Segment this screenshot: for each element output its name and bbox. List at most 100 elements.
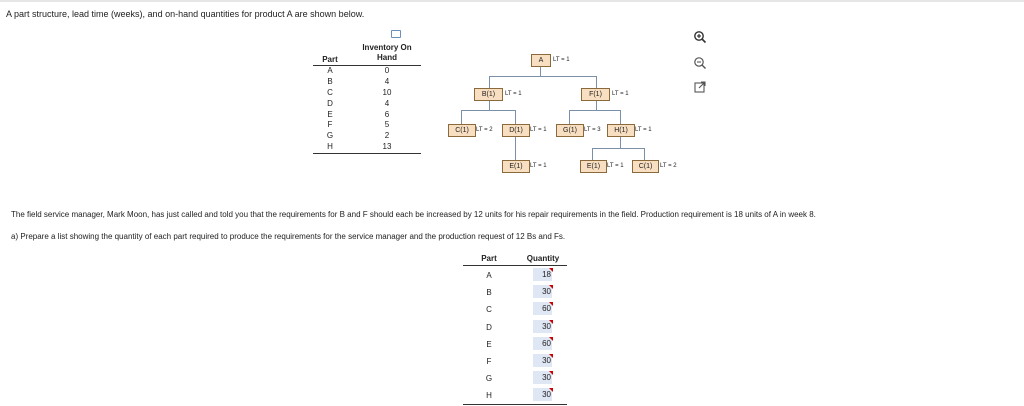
- question-a: a) Prepare a list showing the quantity o…: [11, 232, 566, 241]
- lead-time-c: LT = 2: [476, 127, 493, 133]
- part-cell: B: [486, 288, 492, 298]
- onhand-cell: 13: [382, 142, 392, 152]
- connector-line: [489, 76, 596, 77]
- table-row: B 30: [463, 283, 567, 300]
- onhand-cell: 4: [384, 98, 390, 108]
- inventory-col-part: Part: [322, 55, 338, 64]
- lead-time-a: LT = 1: [553, 57, 570, 63]
- connector-line: [515, 110, 516, 124]
- node-e-under-h: E(1): [580, 160, 607, 173]
- onhand-cell: 10: [382, 87, 392, 97]
- answer-footer-rule: [463, 403, 567, 406]
- zoom-in-icon[interactable]: [692, 30, 708, 46]
- table-row: D 30: [463, 318, 567, 335]
- answer-col-quantity: Quantity: [526, 254, 560, 263]
- connector-line: [569, 110, 621, 111]
- onhand-cell: 5: [384, 120, 390, 130]
- connector-line: [592, 148, 593, 160]
- onhand-cell: 0: [384, 66, 390, 75]
- part-cell: E: [486, 339, 492, 349]
- inventory-col-onhand: Inventory On Hand: [362, 43, 412, 62]
- connector-line: [620, 110, 621, 124]
- problem-statement: The field service manager, Mark Moon, ha…: [11, 210, 816, 219]
- part-cell: E: [327, 109, 333, 119]
- answer-header: Part Quantity: [463, 253, 567, 266]
- table-row: E 60: [463, 335, 567, 352]
- node-d: D(1): [502, 124, 530, 137]
- table-row: H 13: [313, 142, 421, 153]
- part-cell: A: [327, 66, 333, 75]
- lead-time-e-under-d: LT = 1: [530, 163, 547, 169]
- part-cell: B: [327, 76, 333, 86]
- node-e-under-d: E(1): [502, 160, 530, 173]
- inventory-footer-rule: [313, 153, 421, 155]
- lead-time-f: LT = 1: [612, 91, 629, 97]
- node-g: G(1): [556, 124, 584, 137]
- onhand-cell: 6: [384, 109, 390, 119]
- node-c-under-h: C(1): [632, 160, 659, 173]
- quantity-input[interactable]: 60: [533, 336, 553, 350]
- intro-text: A part structure, lead time (weeks), and…: [6, 9, 365, 19]
- node-h: H(1): [607, 124, 635, 137]
- part-cell: C: [486, 305, 492, 315]
- quantity-input[interactable]: 30: [533, 353, 553, 367]
- top-border: [0, 0, 1024, 2]
- connector-line: [596, 100, 597, 110]
- part-cell: D: [327, 98, 333, 108]
- lead-time-c-under-h: LT = 2: [660, 163, 677, 169]
- onhand-cell: 2: [384, 131, 390, 141]
- connector-line: [592, 148, 645, 149]
- connector-line: [540, 67, 541, 76]
- zoom-out-icon[interactable]: [692, 56, 708, 72]
- quantity-input[interactable]: 30: [533, 388, 553, 402]
- quantity-input[interactable]: 30: [533, 285, 553, 299]
- quantity-input[interactable]: 60: [533, 302, 553, 316]
- part-cell: H: [327, 142, 333, 152]
- table-row: C 60: [463, 300, 567, 317]
- answer-col-part: Part: [481, 254, 497, 263]
- connector-line: [489, 100, 490, 110]
- table-row: F 30: [463, 352, 567, 369]
- connector-line: [620, 136, 621, 148]
- part-cell: C: [327, 87, 333, 97]
- quantity-input[interactable]: 18: [533, 268, 553, 281]
- lead-time-d: LT = 1: [530, 127, 547, 133]
- part-cell: G: [326, 131, 334, 141]
- quantity-input[interactable]: 30: [533, 371, 553, 385]
- edit-icon[interactable]: [391, 30, 401, 38]
- table-row: H 30: [463, 386, 567, 403]
- connector-line: [644, 148, 645, 160]
- lead-time-e-under-h: LT = 1: [607, 163, 624, 169]
- node-f: F(1): [581, 88, 610, 101]
- inventory-header: Part Inventory On Hand: [313, 41, 421, 66]
- popout-icon[interactable]: [692, 80, 708, 96]
- connector-line: [569, 110, 570, 124]
- node-b: B(1): [474, 88, 503, 101]
- part-cell: F: [486, 356, 492, 366]
- part-cell: D: [486, 322, 492, 332]
- table-row: C 10: [313, 88, 421, 99]
- onhand-cell: 4: [384, 76, 390, 86]
- table-row: A 18: [463, 266, 567, 283]
- node-c: C(1): [448, 124, 476, 137]
- part-cell: H: [486, 391, 492, 401]
- connector-line: [515, 136, 516, 160]
- connector-line: [461, 110, 516, 111]
- quantity-input[interactable]: 30: [533, 319, 553, 333]
- lead-time-b: LT = 1: [505, 91, 522, 97]
- connector-line: [461, 110, 462, 124]
- part-cell: F: [327, 120, 333, 130]
- part-cell: A: [486, 271, 492, 280]
- connector-line: [489, 76, 490, 88]
- lead-time-g: LT = 3: [584, 127, 601, 133]
- node-a: A: [531, 54, 551, 67]
